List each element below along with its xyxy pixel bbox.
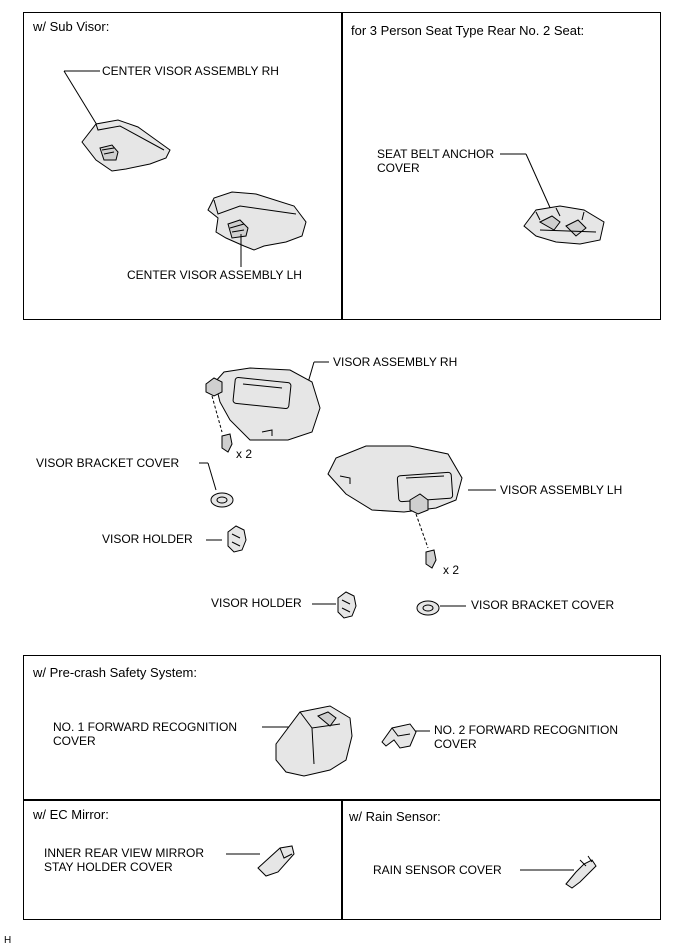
seat-belt-anchor-cover-label: SEAT BELT ANCHOR COVER bbox=[377, 147, 495, 175]
panel-rain-sensor bbox=[341, 799, 661, 920]
rain-sensor-title: w/ Rain Sensor: bbox=[349, 809, 441, 824]
panel-rear-seat bbox=[341, 12, 661, 320]
panel-ec-mirror bbox=[23, 799, 343, 920]
sub-visor-title: w/ Sub Visor: bbox=[33, 19, 110, 34]
visor-holder-right-label: VISOR HOLDER bbox=[211, 596, 302, 610]
rear-seat-title: for 3 Person Seat Type Rear No. 2 Seat: bbox=[351, 23, 585, 38]
ec-mirror-title: w/ EC Mirror: bbox=[33, 807, 109, 822]
visor-lh-label: VISOR ASSEMBLY LH bbox=[500, 483, 623, 497]
visor-bracket-cover-right-drawing bbox=[416, 600, 466, 616]
visor-holder-left-label: VISOR HOLDER bbox=[102, 532, 193, 546]
quantity-right-label: x 2 bbox=[443, 563, 460, 577]
figure-code: H bbox=[4, 935, 12, 946]
rain-sensor-cover-drawing bbox=[520, 855, 597, 889]
rain-sensor-cover-label: RAIN SENSOR COVER bbox=[373, 863, 502, 877]
no2-forward-recognition-cover-label: NO. 2 FORWARD RECOGNITION COVER bbox=[434, 723, 619, 751]
visor-lh-drawing bbox=[327, 445, 496, 569]
visor-holder-left-drawing bbox=[206, 525, 247, 553]
no1-forward-recognition-cover-label: NO. 1 FORWARD RECOGNITION COVER bbox=[53, 720, 238, 748]
visor-rh-drawing bbox=[205, 361, 329, 453]
center-visor-rh-drawing bbox=[63, 70, 171, 172]
no1-forward-recognition-cover-drawing bbox=[262, 705, 353, 777]
center-visor-lh-drawing bbox=[207, 191, 307, 267]
visor-holder-right-drawing bbox=[312, 591, 357, 619]
quantity-left-label: x 2 bbox=[236, 447, 253, 461]
visor-bracket-cover-right-label: VISOR BRACKET COVER bbox=[471, 598, 615, 612]
seat-belt-anchor-cover-drawing bbox=[500, 153, 605, 245]
center-visor-lh-label: CENTER VISOR ASSEMBLY LH bbox=[127, 268, 302, 282]
visor-rh-label: VISOR ASSEMBLY RH bbox=[333, 355, 458, 369]
mirror-stay-holder-cover-label: INNER REAR VIEW MIRROR STAY HOLDER COVER bbox=[44, 846, 205, 874]
center-visor-rh-label: CENTER VISOR ASSEMBLY RH bbox=[102, 64, 279, 78]
panel-sub-visor bbox=[23, 12, 343, 320]
visor-bracket-cover-left-drawing bbox=[199, 462, 234, 508]
pre-crash-title: w/ Pre-crash Safety System: bbox=[33, 665, 197, 680]
no2-forward-recognition-cover-drawing bbox=[381, 723, 430, 749]
mirror-stay-holder-cover-drawing bbox=[226, 845, 295, 877]
visor-bracket-cover-left-label: VISOR BRACKET COVER bbox=[36, 456, 180, 470]
